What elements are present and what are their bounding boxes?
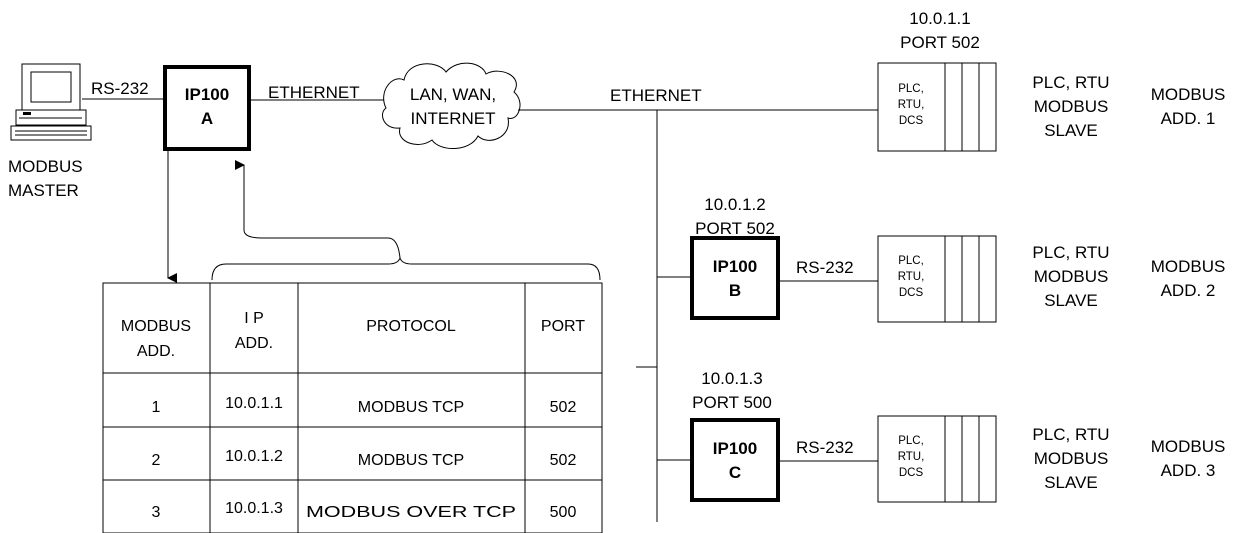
slave2-modbus-line1: MODBUS xyxy=(1151,257,1226,276)
slave1-device-line3: SLAVE xyxy=(1044,121,1098,140)
slave1-device-line2: MODBUS xyxy=(1034,97,1109,116)
plc-rack-2 xyxy=(877,235,997,323)
slave1-modbus-line1: MODBUS xyxy=(1151,85,1226,104)
slave3-device-line1: PLC, RTU xyxy=(1032,425,1109,444)
table-cell-r1-c2: 10.0.1.1 xyxy=(225,395,283,412)
master-label-line1: MODBUS xyxy=(8,157,83,176)
slave2-device-line1: PLC, RTU xyxy=(1032,243,1109,262)
slave2-address-line1: 10.0.1.2 xyxy=(704,195,765,214)
cloud-icon xyxy=(382,62,521,149)
plc-rack-1 xyxy=(877,62,997,152)
table-brace xyxy=(211,256,601,281)
table-cell-r3-c2: 10.0.1.3 xyxy=(225,500,283,517)
table-cell-r3-c1: 3 xyxy=(152,504,161,521)
slave3-address-line2: PORT 500 xyxy=(692,393,772,412)
table-cell-r2-c1: 2 xyxy=(152,452,161,469)
slave3-address-line1: 10.0.1.3 xyxy=(701,369,762,388)
table-cell-r2-c3: MODBUS TCP xyxy=(358,452,464,469)
lookup-table xyxy=(102,282,603,533)
plc2-line3: DCS xyxy=(899,287,924,299)
table-header-ip-line2: ADD. xyxy=(235,335,273,352)
ip100-a-label-line1: IP100 xyxy=(185,85,229,104)
table-cell-r1-c1: 1 xyxy=(152,399,161,416)
table-header-protocol: PROTOCOL xyxy=(366,318,456,335)
plc3-line1: PLC, xyxy=(898,435,924,447)
slave3-device-line2: MODBUS xyxy=(1034,449,1109,468)
cloud-label-line1: LAN, WAN, xyxy=(410,85,496,104)
plc1-line1: PLC, xyxy=(898,83,924,95)
slave1-modbus-line2: ADD. 1 xyxy=(1161,109,1216,128)
slave1-device-line1: PLC, RTU xyxy=(1032,73,1109,92)
slave3-modbus-line1: MODBUS xyxy=(1151,437,1226,456)
plc3-line2: RTU, xyxy=(898,451,925,463)
table-cell-r1-c3: MODBUS TCP xyxy=(358,399,464,416)
arrow-curve xyxy=(243,229,401,259)
table-header-modbus-line1: MODBUS xyxy=(121,318,191,335)
plc1-line3: DCS xyxy=(899,115,924,127)
master-label-line2: MASTER xyxy=(8,181,79,200)
table-cell-r1-c4: 502 xyxy=(550,399,577,416)
plc1-line2: RTU, xyxy=(898,99,925,111)
slave1-address-line1: 10.0.1.1 xyxy=(909,9,970,28)
slave2-address-line2: PORT 502 xyxy=(695,219,775,238)
table-cell-r2-c2: 10.0.1.2 xyxy=(225,448,283,465)
plc3-line3: DCS xyxy=(899,467,924,479)
rs232-label-b: RS-232 xyxy=(796,258,854,277)
rs232-label-master: RS-232 xyxy=(91,79,149,98)
cloud-label-line2: INTERNET xyxy=(411,109,496,128)
ethernet-label-right: ETHERNET xyxy=(610,86,702,105)
computer-icon xyxy=(10,63,92,141)
slave2-device-line3: SLAVE xyxy=(1044,291,1098,310)
ip100-b-label-line2: B xyxy=(729,281,741,300)
slave1-address-line2: PORT 502 xyxy=(900,33,980,52)
plc2-line2: RTU, xyxy=(898,271,925,283)
ip100-b-label-line1: IP100 xyxy=(713,257,757,276)
slave3-device-line3: SLAVE xyxy=(1044,473,1098,492)
slave2-modbus-line2: ADD. 2 xyxy=(1161,281,1216,300)
table-cell-r3-c3: MODBUS OVER TCP xyxy=(306,504,516,521)
slave3-modbus-line2: ADD. 3 xyxy=(1161,461,1216,480)
ip100-a-label-line2: A xyxy=(201,109,213,128)
plc-rack-3 xyxy=(877,415,997,503)
table-cell-r2-c4: 502 xyxy=(550,452,577,469)
table-cell-r3-c4: 500 xyxy=(550,504,577,521)
ip100-c-label-line2: C xyxy=(729,463,741,482)
ip100-c-box xyxy=(690,418,780,502)
ip100-c-label-line1: IP100 xyxy=(713,439,757,458)
ip100-b-box xyxy=(690,236,780,320)
plc2-line1: PLC, xyxy=(898,255,924,267)
table-header-port: PORT xyxy=(541,318,585,335)
table-header-ip-line1: I P xyxy=(244,310,264,327)
table-header-modbus-line2: ADD. xyxy=(137,343,175,360)
slave2-device-line2: MODBUS xyxy=(1034,267,1109,286)
ip100-a-box xyxy=(163,65,251,151)
ethernet-label-left: ETHERNET xyxy=(268,83,360,102)
rs232-label-c: RS-232 xyxy=(796,438,854,457)
